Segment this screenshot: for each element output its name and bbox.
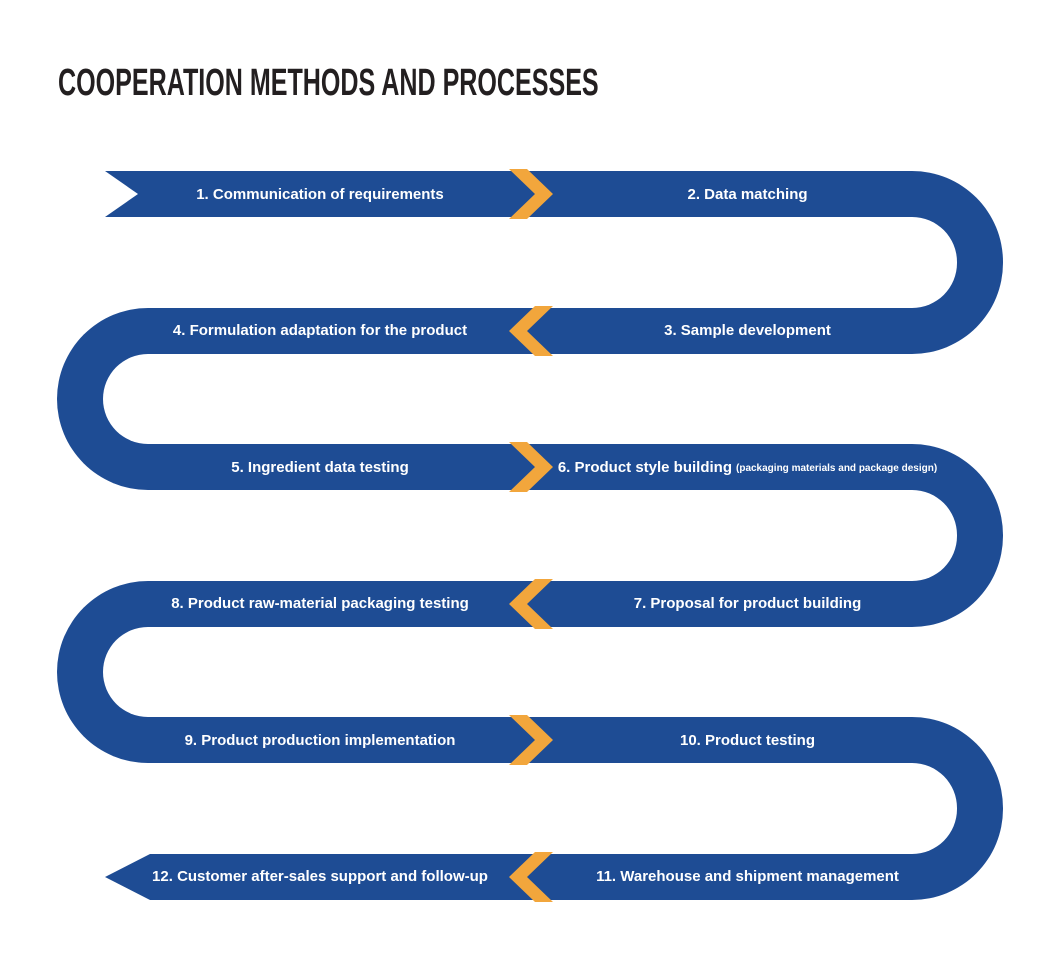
step-label-2: 2. Data matching — [550, 171, 945, 217]
step-text: 12. Customer after-sales support and fol… — [152, 868, 488, 885]
step-text: 7. Proposal for product building — [633, 595, 862, 612]
step-text: 4. Formulation adaptation for the produc… — [172, 322, 468, 339]
step-text: 2. Data matching — [687, 185, 808, 203]
step-text: 10. Product testing — [679, 731, 816, 749]
step-text: 8. Product raw-material packaging testin… — [171, 595, 469, 612]
step-text: 5. Ingredient data testing — [231, 458, 409, 476]
ribbon-bar-row1 — [105, 171, 912, 217]
step-label-1: 1. Communication of requirements — [130, 171, 510, 217]
step-label-11: 11. Warehouse and shipment management — [550, 854, 945, 900]
ribbon-end-arrowhead-icon — [105, 853, 150, 900]
page-title: COOPERATION METHODS AND PROCESSES — [58, 62, 599, 104]
chevron-right-icon — [507, 169, 555, 219]
step-label-7: 7. Proposal for product building — [550, 581, 945, 627]
step-text: 11. Warehouse and shipment management — [596, 868, 899, 885]
chevron-right-icon — [507, 715, 555, 765]
chevron-left-icon — [507, 305, 555, 356]
step-label-8: 8. Product raw-material packaging testin… — [130, 581, 510, 627]
step-label-5: 5. Ingredient data testing — [130, 444, 510, 490]
step-label-6: 6. Product style building (packaging mat… — [550, 444, 945, 490]
chevron-left-icon — [507, 578, 555, 629]
step-label-9: 9. Product production implementation — [130, 717, 510, 763]
chevron-left-icon — [507, 851, 555, 902]
step-label-10: 10. Product testing — [550, 717, 945, 763]
step-text: 3. Sample development — [664, 322, 831, 339]
step-note: (packaging materials and package design) — [736, 462, 938, 474]
chevron-right-icon — [507, 442, 555, 492]
step-label-4: 4. Formulation adaptation for the produc… — [130, 308, 510, 354]
step-label-3: 3. Sample development — [550, 308, 945, 354]
step-text: 6. Product style building — [557, 458, 732, 476]
step-text: 9. Product production implementation — [184, 731, 456, 749]
step-label-12: 12. Customer after-sales support and fol… — [130, 854, 510, 900]
ribbon-start-notch — [105, 171, 138, 217]
step-text: 1. Communication of requirements — [196, 185, 444, 203]
